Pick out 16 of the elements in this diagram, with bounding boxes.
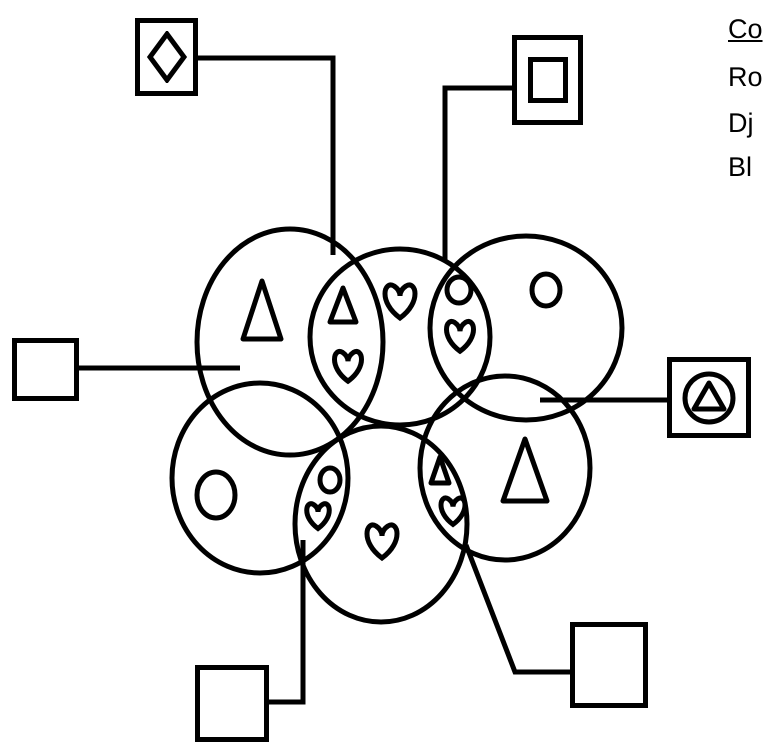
leader-line	[464, 544, 570, 674]
symbol-box	[570, 622, 648, 708]
leader-line	[540, 398, 667, 402]
symbol-box	[512, 35, 583, 125]
legend-text: Ro	[728, 62, 763, 92]
legend-text: Bl	[728, 152, 752, 182]
legend-text: Dj	[728, 108, 754, 138]
leader-line	[442, 86, 512, 262]
symbol-box	[195, 665, 269, 742]
leader-line	[269, 540, 306, 704]
symbol-box	[667, 357, 751, 438]
symbol-box	[135, 18, 198, 96]
leader-line	[198, 56, 336, 255]
symbol-box	[12, 338, 79, 401]
leader-line	[79, 366, 240, 370]
legend-heading: Co	[728, 14, 763, 44]
